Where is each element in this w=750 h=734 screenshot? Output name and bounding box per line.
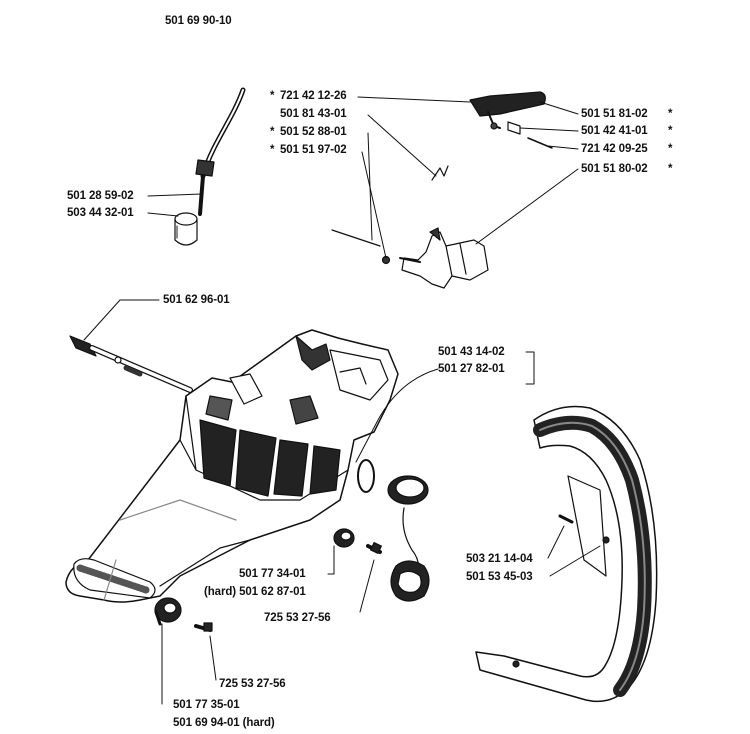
star-marker: *	[668, 108, 673, 120]
tank-cap-drawing	[388, 476, 429, 601]
callout-725-53-27-56-lower: 725 53 27-56	[219, 678, 286, 690]
housing-drawing	[66, 330, 398, 602]
callout-721-42-12-26: 721 42 12-26	[280, 90, 347, 102]
star-marker: *	[668, 125, 673, 137]
callout-501-27-82-01: 501 27 82-01	[438, 363, 505, 375]
callout-503-44-32-01: 503 44 32-01	[67, 207, 134, 219]
buffer-upper-drawing	[334, 529, 354, 547]
diagram-part-number: 501 69 90-10	[165, 15, 232, 27]
callout-501-77-34-01: 501 77 34-01	[239, 568, 306, 580]
callout-501-51-80-02: 501 51 80-02	[581, 163, 648, 175]
star-marker: *	[270, 90, 275, 102]
spring-clip-drawing	[432, 166, 448, 180]
callout-501-53-45-03: 501 53 45-03	[466, 571, 533, 583]
star-marker: *	[668, 163, 673, 175]
o-ring-drawing	[358, 460, 374, 492]
fuel-hose-drawing	[196, 90, 243, 214]
star-marker: *	[668, 143, 673, 155]
screw-lower-drawing	[196, 623, 212, 631]
callout-503-21-14-04: 503 21 14-04	[466, 553, 533, 565]
callout-501-43-14-02: 501 43 14-02	[438, 346, 505, 358]
callout-501-62-87-01-hard: (hard) 501 62 87-01	[204, 586, 306, 598]
callout-501-62-96-01: 501 62 96-01	[163, 294, 230, 306]
screw-upper-drawing	[368, 543, 381, 554]
tube-drawing	[70, 336, 190, 390]
callout-501-28-59-02: 501 28 59-02	[67, 190, 134, 202]
callout-721-42-09-25: 721 42 09-25	[581, 143, 648, 155]
star-marker: *	[270, 144, 275, 156]
callout-501-51-81-02: 501 51 81-02	[581, 108, 648, 120]
buffer-lower-drawing	[155, 598, 181, 624]
throttle-lock-drawing	[332, 228, 488, 288]
callout-501-42-41-01: 501 42 41-01	[581, 125, 648, 137]
leader-lines	[84, 97, 600, 704]
callout-501-52-88-01: 501 52 88-01	[280, 126, 347, 138]
fuel-filter-drawing	[175, 213, 197, 245]
callout-501-81-43-01: 501 81 43-01	[280, 108, 347, 120]
callout-725-53-27-56-upper: 725 53 27-56	[264, 612, 331, 624]
throttle-trigger-drawing	[470, 92, 552, 148]
callout-501-51-97-02: 501 51 97-02	[280, 144, 347, 156]
front-handle-drawing	[476, 407, 657, 702]
callout-501-77-35-01: 501 77 35-01	[173, 699, 240, 711]
star-marker: *	[270, 126, 275, 138]
callout-501-69-94-01-hard: 501 69 94-01 (hard)	[173, 717, 275, 729]
